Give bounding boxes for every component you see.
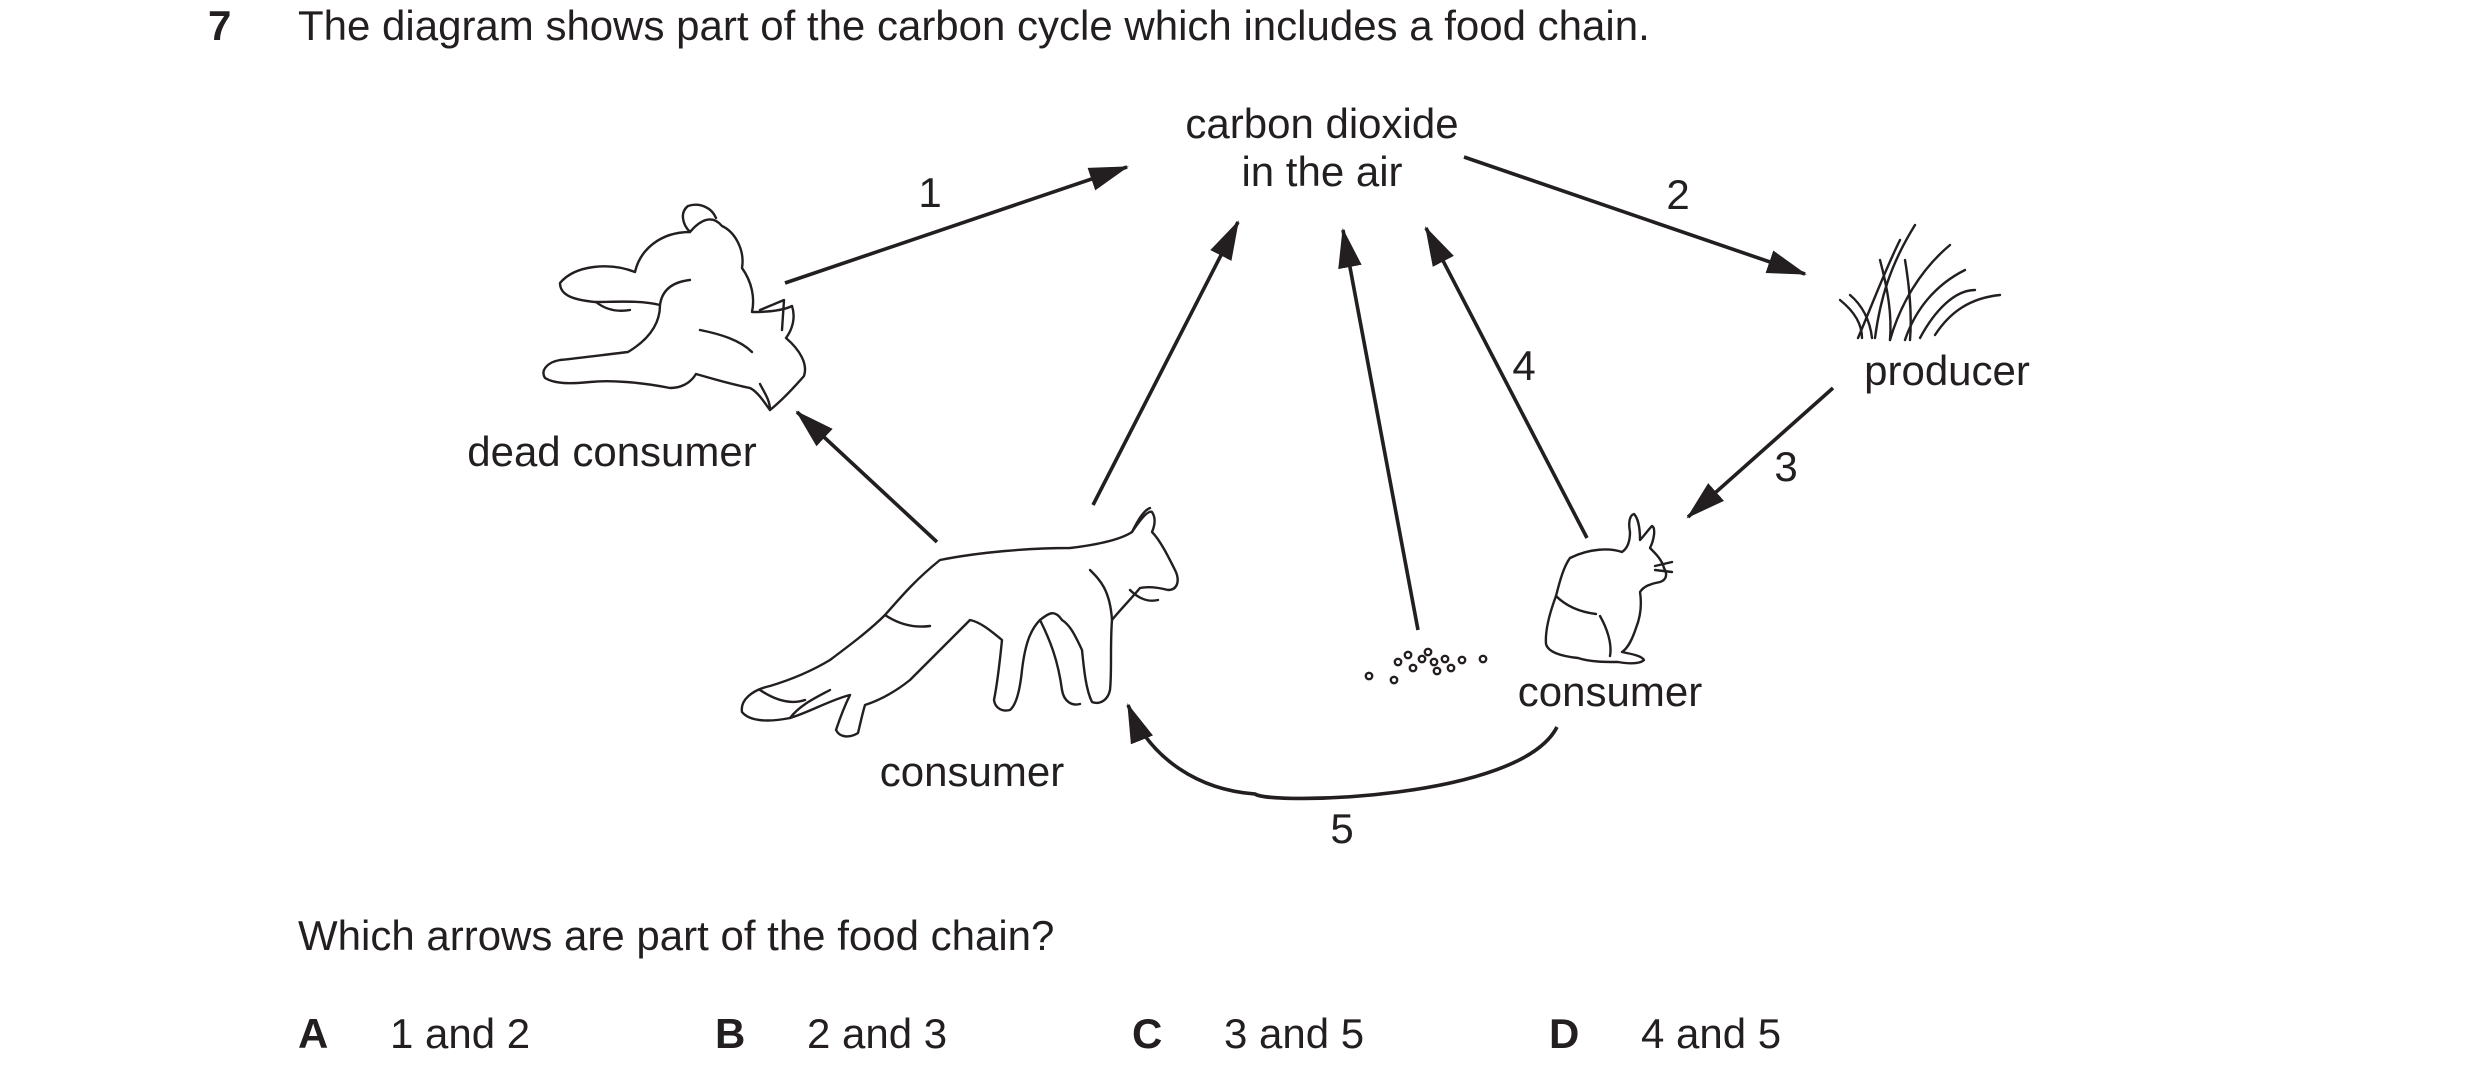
- co2-label-line1: carbon dioxide: [1185, 100, 1458, 147]
- arrow-2: [1463, 155, 1807, 276]
- arrow-4: [1424, 226, 1589, 539]
- arrow-3-number: 3: [1774, 443, 1797, 490]
- option-c[interactable]: C 3 and 5: [1132, 1008, 1364, 1060]
- arrow-fox-to-air: [1091, 220, 1240, 506]
- producer-label: producer: [1864, 347, 2030, 394]
- option-b-letter: B: [715, 1010, 746, 1057]
- question-number: 7: [208, 2, 232, 49]
- option-d[interactable]: D 4 and 5: [1549, 1008, 1781, 1060]
- dead-consumer-label: dead consumer: [467, 428, 757, 475]
- option-c-letter: C: [1132, 1010, 1163, 1057]
- arrow-5-number: 5: [1330, 805, 1353, 852]
- co2-label-line2: in the air: [1241, 148, 1402, 195]
- question-stem: The diagram shows part of the carbon cyc…: [298, 2, 1650, 49]
- option-b-text: 2 and 3: [807, 1010, 948, 1057]
- arrow-fox-to-dead: [795, 410, 939, 544]
- arrow-5: [1126, 703, 1559, 801]
- option-a-text: 1 and 2: [390, 1010, 531, 1057]
- fox-consumer-label: consumer: [880, 748, 1064, 795]
- option-c-text: 3 and 5: [1224, 1010, 1365, 1057]
- rabbit-illustration: [1544, 512, 1674, 665]
- option-d-letter: D: [1549, 1010, 1580, 1057]
- option-a[interactable]: A 1 and 2: [298, 1008, 530, 1060]
- arrow-3: [1686, 386, 1835, 519]
- option-d-text: 4 and 5: [1641, 1010, 1782, 1057]
- arrow-1: [784, 165, 1129, 285]
- dead-fox-illustration: [542, 203, 807, 412]
- arrow-droppings-to-air: [1338, 228, 1420, 631]
- fox-illustration: [740, 506, 1179, 738]
- arrow-1-number: 1: [918, 169, 941, 216]
- question-prompt: Which arrows are part of the food chain?: [298, 912, 1055, 959]
- arrow-4-number: 4: [1512, 342, 1535, 389]
- rabbit-consumer-label: consumer: [1518, 668, 1702, 715]
- option-b[interactable]: B 2 and 3: [715, 1008, 947, 1060]
- grass-producer-illustration: [1838, 223, 2002, 342]
- droppings-illustration: [1364, 647, 1488, 685]
- option-a-letter: A: [298, 1010, 329, 1057]
- arrow-2-number: 2: [1666, 171, 1689, 218]
